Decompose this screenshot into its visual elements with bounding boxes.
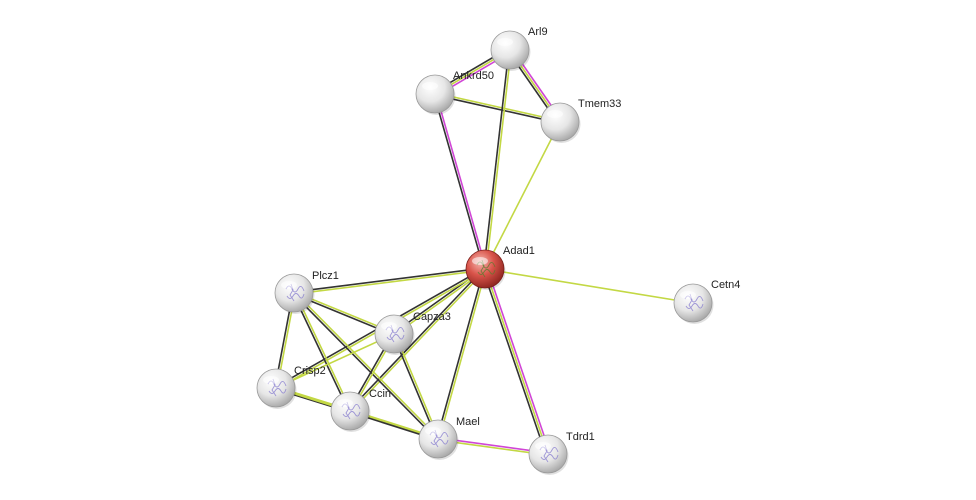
- node-label-capza3: Capza3: [413, 311, 451, 323]
- node-label-plcz1: Plcz1: [312, 270, 339, 282]
- edge-strand-text-mining: [350, 269, 487, 413]
- node-capza3[interactable]: Capza3: [374, 311, 451, 355]
- edge-adad1-ccin: [348, 267, 487, 413]
- node-bubble[interactable]: [256, 368, 296, 408]
- node-arl9[interactable]: Arl9: [490, 26, 548, 71]
- node-label-arl9: Arl9: [528, 26, 548, 38]
- node-bubble[interactable]: [490, 30, 530, 70]
- node-highlight: [381, 322, 397, 330]
- edge-strand-black-edge: [483, 49, 510, 269]
- edge-strand-text-mining: [484, 268, 694, 304]
- node-label-tmem33: Tmem33: [578, 98, 621, 110]
- node-label-crisp2: Crisp2: [294, 365, 326, 377]
- node-highlight: [497, 38, 513, 46]
- node-bubble[interactable]: [274, 273, 314, 313]
- edge-ankrd50-tmem33: [434, 92, 561, 124]
- node-highlight: [472, 257, 488, 265]
- edge-adad1-mael: [436, 268, 487, 440]
- node-highlight: [281, 281, 297, 289]
- edge-capza3-crisp2: [275, 333, 395, 389]
- node-plcz1[interactable]: Plcz1: [274, 270, 339, 314]
- edge-strand-text-mining: [294, 269, 486, 295]
- node-bubble[interactable]: [415, 74, 455, 114]
- edge-strand-text-mining: [485, 50, 512, 270]
- node-tmem33[interactable]: Tmem33: [540, 98, 621, 143]
- edge-strand-text-mining: [438, 269, 487, 440]
- node-highlight: [337, 399, 353, 407]
- edge-strand-black-edge: [292, 293, 438, 441]
- edge-strand-black-edge: [434, 94, 560, 124]
- edge-strand-black-edge: [348, 267, 485, 411]
- node-highlight: [680, 291, 696, 299]
- node-cetn4[interactable]: Cetn4: [673, 279, 740, 324]
- edge-strand-experimental: [435, 93, 487, 269]
- node-highlight: [422, 82, 438, 90]
- edge-strand-black-edge: [292, 293, 350, 412]
- node-label-cetn4: Cetn4: [711, 279, 740, 291]
- node-highlight: [425, 427, 441, 435]
- node-highlight: [263, 376, 279, 384]
- edge-tmem33-adad1: [484, 121, 561, 270]
- edge-adad1-cetn4: [484, 268, 694, 304]
- edge-strand-text-mining: [275, 333, 395, 389]
- edge-strand-text-mining: [294, 291, 440, 439]
- node-crisp2[interactable]: Crisp2: [256, 365, 326, 409]
- edge-strand-text-mining: [435, 92, 561, 122]
- edge-strand-black-edge: [436, 268, 485, 439]
- edge-strand-text-mining: [294, 292, 352, 411]
- edge-strand-black-edge: [433, 94, 485, 270]
- node-bubble[interactable]: [528, 434, 568, 474]
- node-bubble[interactable]: [540, 102, 580, 142]
- node-label-ccin: Ccin: [369, 388, 391, 400]
- node-bubble[interactable]: [330, 391, 370, 431]
- node-bubble[interactable]: [418, 419, 458, 459]
- edge-strand-text-mining: [484, 268, 549, 455]
- node-bubble[interactable]: [465, 249, 505, 289]
- edge-strand-black-edge: [482, 269, 547, 455]
- node-bubble[interactable]: [374, 314, 414, 354]
- edge-adad1-plcz1: [293, 267, 486, 295]
- node-tdrd1[interactable]: Tdrd1: [528, 431, 595, 475]
- edge-strand-black-edge: [293, 267, 485, 293]
- edge-strand-text-mining: [484, 121, 561, 270]
- edge-strand-experimental: [486, 268, 551, 454]
- node-label-ankrd50: Ankrd50: [453, 70, 494, 82]
- node-adad1[interactable]: Adad1: [465, 245, 535, 290]
- node-label-mael: Mael: [456, 416, 480, 428]
- node-mael[interactable]: Mael: [418, 416, 480, 460]
- edge-arl9-adad1: [483, 49, 512, 270]
- edge-ankrd50-adad1: [433, 93, 487, 270]
- node-bubble[interactable]: [673, 283, 713, 323]
- edge-plcz1-ccin: [292, 292, 352, 412]
- node-ccin[interactable]: Ccin: [330, 388, 391, 432]
- node-highlight: [535, 442, 551, 450]
- edge-plcz1-mael: [292, 291, 440, 441]
- node-highlight: [547, 110, 563, 118]
- node-ankrd50[interactable]: Ankrd50: [415, 70, 494, 115]
- node-label-adad1: Adad1: [503, 245, 535, 257]
- node-label-tdrd1: Tdrd1: [566, 431, 595, 443]
- edge-adad1-tdrd1: [482, 268, 551, 455]
